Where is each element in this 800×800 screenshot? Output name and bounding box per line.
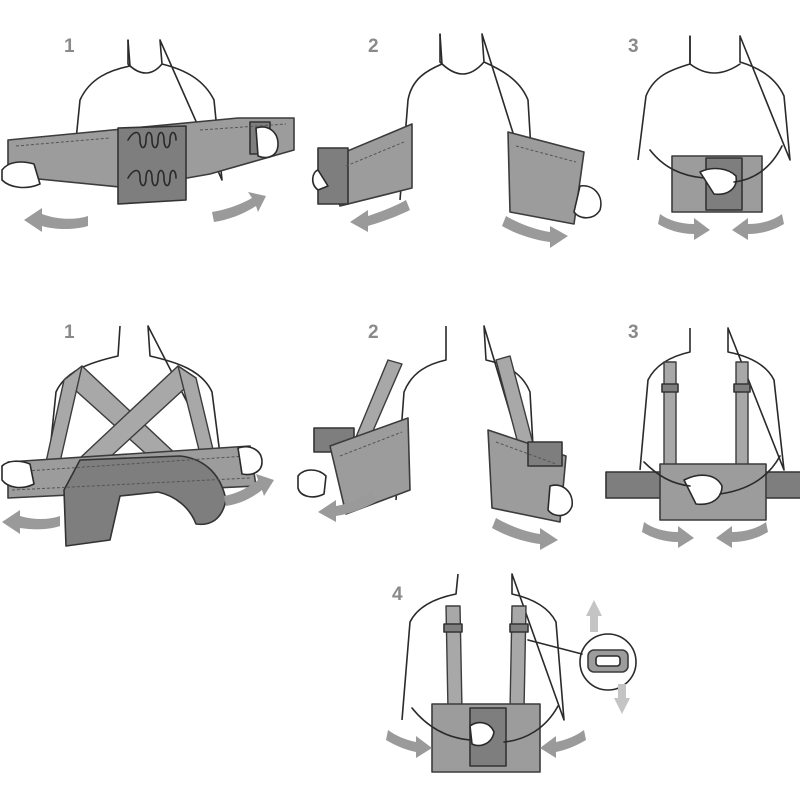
figure-row2-step2 [297, 325, 573, 550]
step-number-row2-3: 3 [628, 322, 639, 343]
step-number-row2-4: 4 [392, 584, 403, 605]
step-number-row2-2: 2 [368, 322, 379, 343]
figure-row1-step3 [637, 35, 791, 240]
figure-row2-step3 [605, 327, 800, 548]
figure-row2-step1 [1, 325, 274, 547]
step-number-row2-1: 1 [64, 322, 75, 343]
figure-row1-step1 [1, 39, 295, 232]
figure-row2-step4 [386, 573, 637, 773]
step-number-row1-3: 3 [628, 36, 639, 57]
step-number-row1-2: 2 [368, 36, 379, 57]
figure-row1-step2 [311, 33, 602, 248]
step-number-row1-1: 1 [64, 36, 75, 57]
